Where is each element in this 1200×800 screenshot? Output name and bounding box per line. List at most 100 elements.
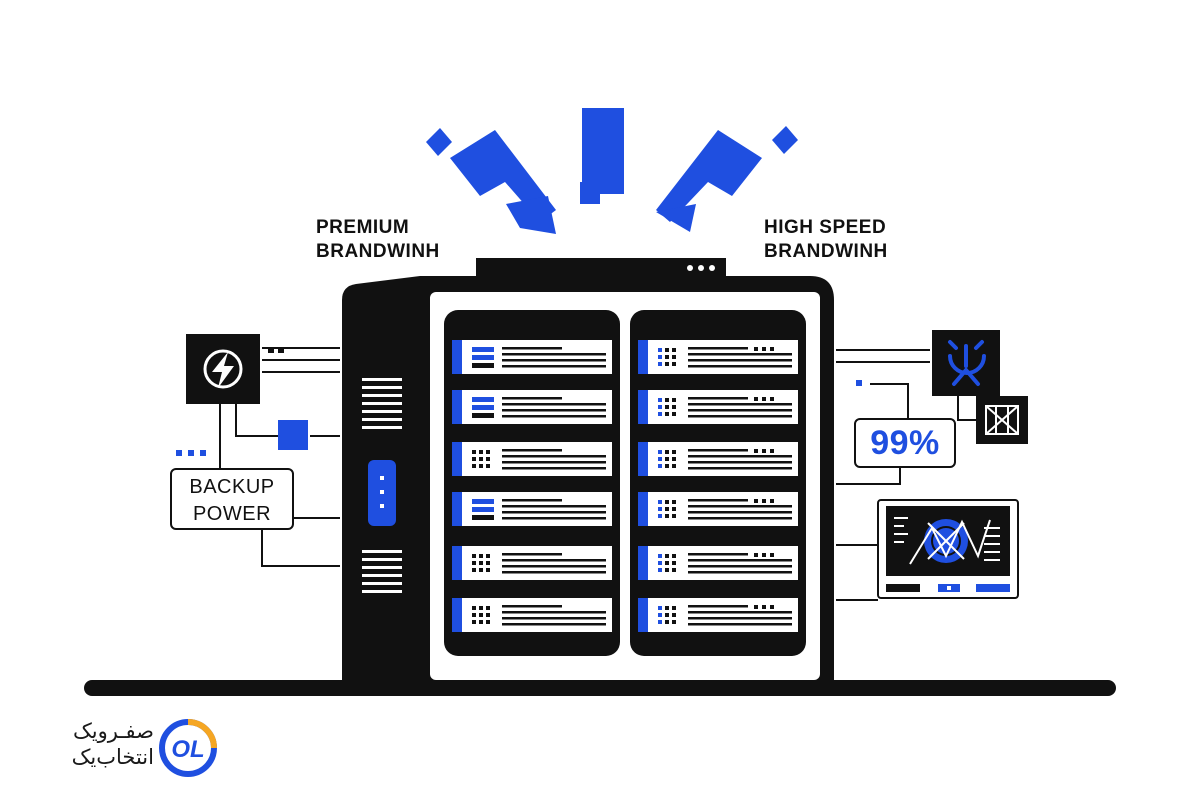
rack-unit-port xyxy=(486,457,490,461)
rack-unit-port xyxy=(770,553,774,557)
rack-unit-led xyxy=(452,442,462,476)
rack-unit-port xyxy=(472,464,476,468)
rack-unit-port xyxy=(658,606,662,610)
rack-unit-line xyxy=(688,449,748,452)
rack-unit-line xyxy=(688,623,792,626)
rack-unit-port xyxy=(665,348,669,352)
rack-unit-port xyxy=(472,450,476,454)
rack-unit-port xyxy=(665,613,669,617)
rack-unit xyxy=(638,340,798,374)
rack-unit-line xyxy=(502,467,606,470)
rack-unit-port xyxy=(665,355,669,359)
rack-unit-line xyxy=(502,505,606,508)
rack-unit-port xyxy=(762,605,766,609)
rack-unit-port xyxy=(770,499,774,503)
rack-unit-port xyxy=(770,605,774,609)
rack-unit-box xyxy=(976,396,1028,444)
rack-unit-line xyxy=(688,397,748,400)
rack-unit-port xyxy=(672,398,676,402)
brand-line2: انتخاب‌یک xyxy=(71,745,154,769)
rack-unit-port xyxy=(665,398,669,402)
rack-unit-line xyxy=(688,517,792,520)
rack-units xyxy=(452,340,798,632)
rack-unit-port xyxy=(665,507,669,511)
blue-junction xyxy=(278,420,308,450)
rack-unit-line xyxy=(502,617,606,620)
brand-logo-icon: OL xyxy=(159,719,217,777)
rack-unit-line xyxy=(688,353,792,356)
rack-unit-line xyxy=(688,611,792,614)
rack-unit-line xyxy=(502,461,606,464)
rack-unit-indicator xyxy=(472,363,494,368)
rack-unit-port xyxy=(672,464,676,468)
rack-unit-line xyxy=(502,403,606,406)
backup-line1: BACKUP xyxy=(189,476,275,498)
rack-unit-led xyxy=(638,492,648,526)
rack-unit-line xyxy=(502,571,606,574)
rack-unit-port xyxy=(770,347,774,351)
rack-unit-port xyxy=(479,464,483,468)
rack-unit-led xyxy=(638,390,648,424)
rack-unit-indicator xyxy=(472,499,494,504)
rack-unit-indicator xyxy=(472,397,494,402)
rack-unit-line xyxy=(502,353,606,356)
rack-unit-port xyxy=(672,405,676,409)
rack-unit-port xyxy=(479,554,483,558)
rack-unit-indicator xyxy=(472,507,494,512)
rack-unit-line xyxy=(688,365,792,368)
rack-unit-port xyxy=(486,606,490,610)
high-speed-bandwidth-label: HIGH SPEED BRANDWINH xyxy=(764,216,888,264)
rack-unit-port xyxy=(472,561,476,565)
rack-unit-port xyxy=(479,606,483,610)
rack-unit-port xyxy=(479,457,483,461)
brand-logo-text: OL xyxy=(171,736,204,763)
rack-unit-port xyxy=(486,568,490,572)
rack-unit-port xyxy=(472,568,476,572)
rack-unit-port xyxy=(472,554,476,558)
rack-unit-port xyxy=(672,620,676,624)
rack-unit-port xyxy=(672,362,676,366)
rack-unit-line xyxy=(502,553,562,556)
alert-burst-icon xyxy=(426,108,798,234)
rack-unit-line xyxy=(688,559,792,562)
rack-unit-port xyxy=(658,500,662,504)
rack-unit-port xyxy=(472,620,476,624)
rack-unit-line xyxy=(502,517,606,520)
rack-unit-line xyxy=(688,359,792,362)
rack-unit-led xyxy=(452,598,462,632)
rack-unit-line xyxy=(688,467,792,470)
rack-unit xyxy=(638,492,798,526)
rack-unit-line xyxy=(688,499,748,502)
rack-unit-indicator xyxy=(472,515,494,520)
rack-unit-port xyxy=(658,514,662,518)
rack-unit xyxy=(638,442,798,476)
rack-unit-port xyxy=(672,450,676,454)
rack-unit-port xyxy=(762,347,766,351)
rack-unit-indicator xyxy=(472,347,494,352)
rack-unit-line xyxy=(688,409,792,412)
rack-unit-port xyxy=(658,620,662,624)
rack-unit-line xyxy=(502,409,606,412)
rack-unit-port xyxy=(479,450,483,454)
left-wiring xyxy=(219,347,340,567)
rack-unit-port xyxy=(472,613,476,617)
rack-unit-indicator xyxy=(472,405,494,410)
rack-unit xyxy=(638,598,798,632)
rack-unit-led xyxy=(638,546,648,580)
highspeed-line2: BRANDWINH xyxy=(764,241,888,262)
rack-unit xyxy=(452,442,612,476)
rack-unit-line xyxy=(502,365,606,368)
rack-unit-port xyxy=(658,457,662,461)
rack-unit-port xyxy=(665,457,669,461)
rack-unit-port xyxy=(672,568,676,572)
rack-unit-port xyxy=(486,450,490,454)
blue-marker xyxy=(856,380,862,386)
rack-unit-port xyxy=(754,397,758,401)
rack-unit-port xyxy=(658,554,662,558)
rack-unit-led xyxy=(452,340,462,374)
rack-unit-port xyxy=(665,514,669,518)
rack-unit-icon xyxy=(985,405,1019,435)
premium-bandwidth-label: PREMIUM BRANDWINH xyxy=(316,216,440,264)
rack-unit-line xyxy=(502,611,606,614)
rack-unit-port xyxy=(479,561,483,565)
